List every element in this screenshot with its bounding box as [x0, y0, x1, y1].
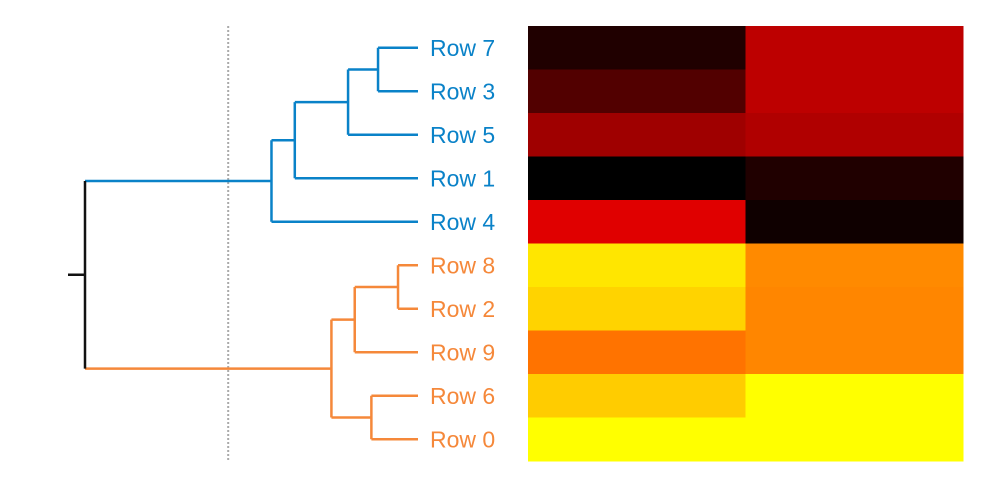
heatmap-cell: [745, 330, 964, 375]
row-label: Row 7: [430, 35, 495, 61]
heatmap-cell: [528, 26, 746, 70]
heatmap-cell: [528, 113, 746, 157]
row-label: Row 0: [430, 426, 495, 452]
heatmap-cell: [745, 156, 964, 201]
heatmap-cell: [528, 243, 746, 288]
row-labels: Row 7 Row 3 Row 5 Row 1 Row 4 Row 8 Row 2 Row 9…: [430, 35, 495, 453]
heatmap-cell: [745, 26, 964, 70]
dendrogram: [68, 46, 418, 441]
row-label: Row 8: [430, 252, 495, 278]
heatmap-cell: [745, 200, 964, 244]
heatmap-cell: [528, 330, 746, 375]
row-label: Row 6: [430, 383, 495, 409]
row-label: Row 4: [430, 209, 495, 235]
heatmap: [528, 26, 964, 462]
row-label: Row 3: [430, 78, 495, 104]
row-label: Row 1: [430, 165, 495, 191]
heatmap-cell: [745, 243, 964, 288]
row-label: Row 2: [430, 296, 495, 322]
heatmap-cell: [745, 417, 964, 462]
heatmap-cell: [528, 156, 746, 201]
row-label: Row 9: [430, 339, 495, 365]
row-label: Row 5: [430, 122, 495, 148]
heatmap-cell: [745, 287, 964, 331]
heatmap-cell: [528, 200, 746, 244]
heatmap-cell: [528, 69, 746, 114]
heatmap-cell: [745, 374, 964, 418]
heatmap-cell: [528, 417, 746, 462]
heatmap-cell: [745, 69, 964, 114]
heatmap-cell: [528, 287, 746, 331]
heatmap-cell: [745, 113, 964, 157]
heatmap-cell: [528, 374, 746, 418]
